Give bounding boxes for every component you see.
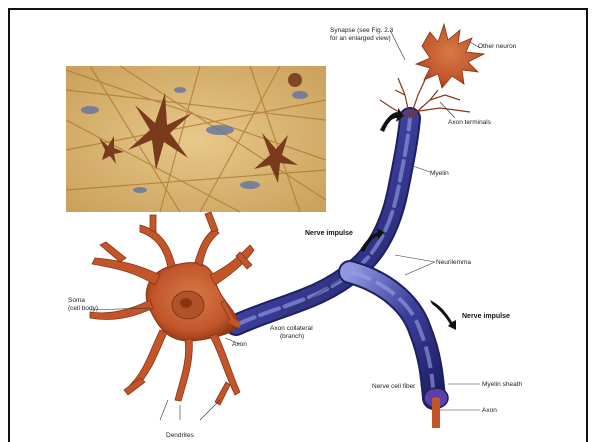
label-other-neuron: Other neuron (478, 43, 517, 50)
micrograph-photo (66, 66, 326, 212)
label-axon: Axon (232, 341, 247, 348)
label-nerve-impulse-right: Nerve impulse (462, 313, 510, 320)
label-myelin: Myelin (430, 170, 449, 177)
label-synapse-1: Synapse (see Fig. 2.3 (330, 27, 394, 34)
label-axon-end: Axon (482, 407, 497, 414)
label-nerve-cell-fiber: Nerve cell fiber (372, 383, 416, 390)
label-myelin-sheath: Myelin sheath (482, 381, 522, 388)
other-neuron (380, 24, 484, 118)
label-axon-collateral-2: (branch) (280, 333, 304, 340)
label-axon-terminals: Axon terminals (448, 119, 492, 126)
label-dendrites: Dendrites (166, 432, 195, 439)
label-soma-2: (cell body) (68, 305, 98, 312)
label-axon-collateral-1: Axon collateral (270, 325, 313, 332)
label-soma-1: Soma (68, 297, 85, 304)
label-nerve-impulse-left: Nerve impulse (305, 230, 353, 237)
label-neurilemma: Neurilemma (436, 259, 471, 266)
soma-neuron (90, 212, 254, 405)
label-synapse-2: for an enlarged view) (330, 35, 391, 42)
